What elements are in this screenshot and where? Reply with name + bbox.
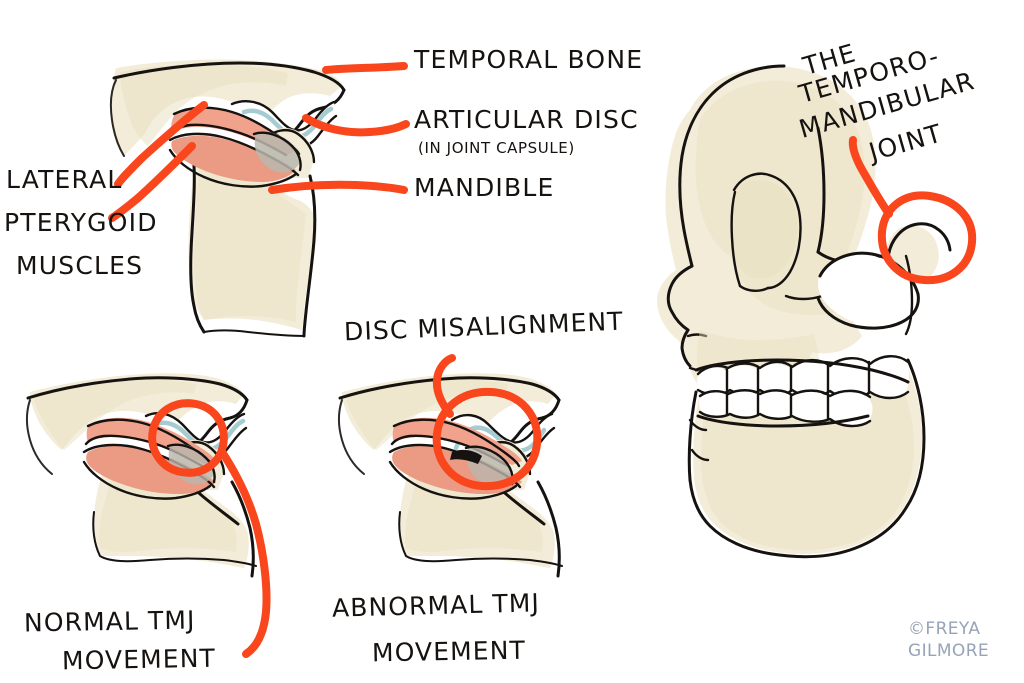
leader-mandible (268, 180, 408, 194)
label-articular-disc: ARTICULAR DISC (414, 105, 639, 134)
leader-skull-tmj (848, 136, 893, 218)
label-normal-tmj-line2: MOVEMENT (61, 643, 217, 676)
label-lateral-pterygoid-line3: MUSCLES (16, 251, 144, 280)
upper-teeth-row (696, 355, 910, 400)
mandible-outline-front (189, 146, 206, 334)
leader-articular-disc (302, 114, 410, 137)
label-normal-tmj-line1: NORMAL TMJ (23, 605, 196, 638)
lower-teeth-row (698, 389, 873, 428)
normal-joint-diagram (26, 373, 257, 578)
zygomatic-arch (816, 126, 826, 254)
eye-socket-outline (732, 172, 802, 290)
mandible-jawline (688, 358, 926, 559)
highlight-circle-normal-joint[interactable] (148, 399, 228, 477)
mandible-outline-back (302, 174, 317, 338)
temporal-bone-outline (112, 61, 346, 92)
pointer-disc-misalignment (432, 354, 456, 418)
pointer-tail-normal (218, 448, 271, 658)
signature-line2: GILMORE (908, 641, 990, 661)
normal-joint-annotation (148, 399, 271, 658)
lateral-pterygoid-lower-shape (171, 135, 296, 182)
mandible-ramus-white (818, 253, 918, 326)
abnormal-joint-annotation (432, 354, 542, 491)
skull-face-outline (678, 64, 786, 268)
label-temporal-bone: TEMPORAL BONE (414, 45, 644, 74)
label-lateral-pterygoid-line2: PTERYGOID (4, 208, 158, 237)
leader-temporal-bone (322, 62, 408, 74)
label-mandible: MANDIBLE (414, 173, 555, 202)
skull-tmj-annotation (848, 136, 977, 285)
leader-pterygoid-lower (108, 142, 196, 222)
skull-profile-diagram (657, 64, 952, 559)
label-articular-disc-sublabel: (IN JOINT CAPSULE) (418, 139, 575, 157)
leader-pterygoid-upper (114, 101, 208, 188)
detail-joint-diagram (109, 59, 346, 338)
label-abnormal-tmj-line2: MOVEMENT (371, 635, 527, 668)
label-lateral-pterygoid-line1: LATERAL (6, 165, 123, 194)
detail-label-leaders (108, 62, 410, 222)
signature-line1: ©FREYA (908, 619, 981, 639)
label-abnormal-tmj-line1: ABNORMAL TMJ (331, 588, 541, 623)
